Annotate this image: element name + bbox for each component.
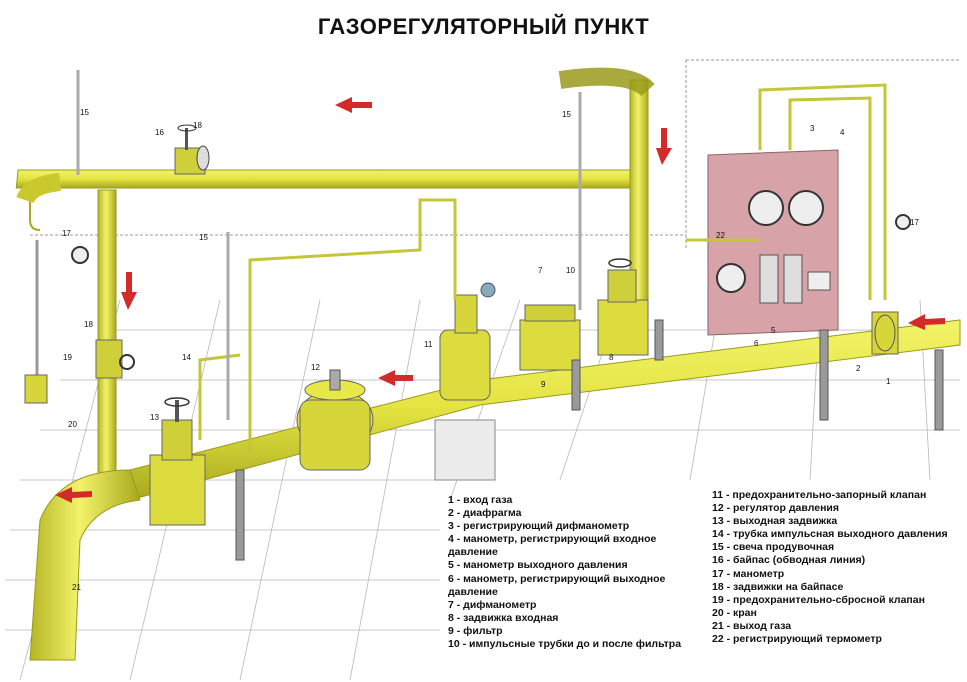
legend-item: 5 - манометр выходного давления <box>448 559 628 572</box>
callout-22: 22 <box>716 231 725 240</box>
legend-item: 4 - манометр, регистрирующий входное <box>448 533 657 546</box>
manometer-left <box>71 246 89 264</box>
callout-17b: 17 <box>910 218 919 227</box>
legend-item: 6 - манометр, регистрирующий выходное <box>448 572 666 585</box>
flow-arrows <box>55 97 945 503</box>
bypass-line <box>15 67 655 486</box>
legend-item: давление <box>448 546 498 559</box>
legend-item: 22 - регистрирующий термометр <box>712 633 882 646</box>
gas-filter <box>519 304 581 371</box>
legend-item: 20 - кран <box>712 606 757 619</box>
relief-valve <box>24 240 48 404</box>
legend-item: 16 - байпас (обводная линия) <box>712 554 866 567</box>
callout-15c: 15 <box>562 110 571 119</box>
inlet-gate-valve <box>597 258 649 356</box>
callout-5: 5 <box>771 326 776 335</box>
callout-1: 1 <box>886 377 891 386</box>
legend-right: 11 - предохранительно-запорный клапан 12… <box>712 489 962 646</box>
pressure-regulator <box>296 369 374 471</box>
callout-3: 3 <box>810 124 815 133</box>
callout-18a: 18 <box>193 121 202 130</box>
callout-15a: 15 <box>80 108 89 117</box>
legend-item: 18 - задвижки на байпасе <box>712 580 844 593</box>
legend-item: 2 - диафрагма <box>448 507 522 520</box>
callout-13: 13 <box>150 413 159 422</box>
legend-item: 11 - предохранительно-запорный клапан <box>712 489 927 501</box>
legend-item: 3 - регистрирующий дифманометр <box>448 520 630 533</box>
legend-item: 19 - предохранительно-сбросной клапан <box>712 593 925 606</box>
callout-10: 10 <box>566 266 575 275</box>
legend-item: 7 - дифманометр <box>448 598 537 611</box>
safety-shutoff-valve <box>434 282 496 481</box>
outlet-gate-valve <box>149 397 206 526</box>
legend-item: давление <box>448 585 498 598</box>
pipe-supports <box>235 319 944 561</box>
legend-item: 1 - вход газа <box>448 494 513 506</box>
legend-item: 8 - задвижка входная <box>448 611 559 624</box>
callout-14: 14 <box>182 353 191 362</box>
callout-9: 9 <box>541 380 546 389</box>
callout-17a: 17 <box>62 229 71 238</box>
bypass-valve-side <box>95 339 135 379</box>
legend-item: 14 - трубка импульсная выходного давлени… <box>712 528 948 541</box>
callout-21: 21 <box>72 583 81 592</box>
callout-4: 4 <box>840 128 845 137</box>
legend-item: 9 - фильтр <box>448 624 503 637</box>
callout-20: 20 <box>68 420 77 429</box>
callout-19: 19 <box>63 353 72 362</box>
legend-item: 10 - импульсные трубки до и после фильтр… <box>448 638 682 651</box>
legend-item: 12 - регулятор давления <box>712 502 839 515</box>
legend-item: 15 - свеча продувочная <box>712 541 835 554</box>
callout-6: 6 <box>754 339 759 348</box>
legend-item: 13 - выходная задвижка <box>712 515 838 528</box>
legend-left: 1 - вход газа 2 - диафрагма 3 - регистри… <box>448 494 710 651</box>
legend-item: 17 - манометр <box>712 567 785 580</box>
manometer-right <box>895 214 911 230</box>
callout-12: 12 <box>311 363 320 372</box>
instrument-panel <box>707 149 839 336</box>
callout-2: 2 <box>856 364 861 373</box>
bypass-valve-top <box>174 124 210 175</box>
callout-11: 11 <box>424 340 433 349</box>
callout-15b: 15 <box>199 233 208 242</box>
vent-candles <box>76 70 582 420</box>
callout-18b: 18 <box>84 320 93 329</box>
room-walls <box>30 59 960 250</box>
diaphragm <box>871 311 899 355</box>
page-title: ГАЗОРЕГУЛЯТОРНЫЙ ПУНКТ <box>317 14 650 39</box>
callout-16: 16 <box>155 128 164 137</box>
callout-labels: 1 2 3 4 5 6 7 8 9 10 11 12 13 14 15 15 1… <box>62 108 919 592</box>
callout-7: 7 <box>538 266 543 275</box>
legend-item: 21 - выход газа <box>712 619 792 632</box>
callout-8: 8 <box>609 353 614 362</box>
